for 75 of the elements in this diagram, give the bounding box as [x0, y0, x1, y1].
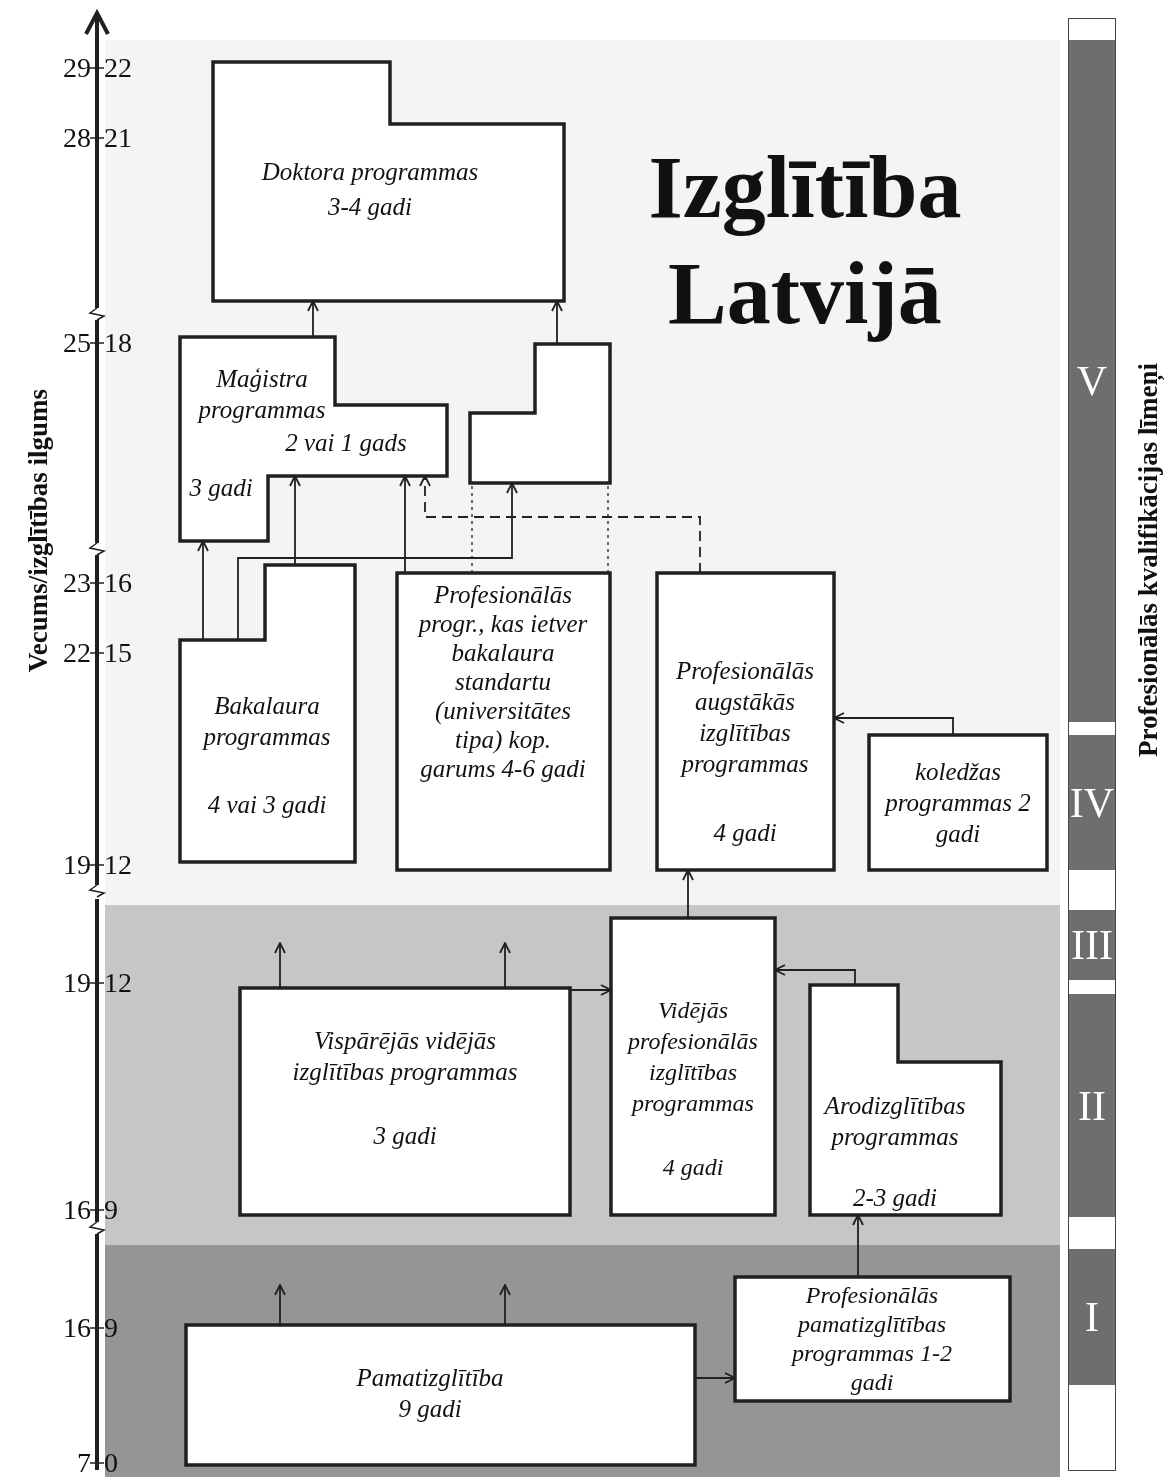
- duration-text: 4 gadi: [661, 1153, 725, 1182]
- program-name: Vidējās profesionālās izglītības programmas: [625, 996, 759, 1118]
- program-box: [238, 986, 572, 1217]
- arrow: [274, 1284, 286, 1326]
- program-name: Doktora programmas: [260, 157, 480, 187]
- tick-label: 15: [104, 638, 132, 668]
- program-label: koledžas programmas 2 gadi: [883, 757, 1032, 849]
- level-segment: III: [1069, 910, 1115, 980]
- tick-label: 22: [104, 53, 132, 83]
- tick-label: 23: [63, 568, 91, 598]
- arrow: [289, 475, 301, 566]
- program-name: Arodizglītības programmas: [822, 1091, 967, 1152]
- program-box: [395, 571, 612, 872]
- tick-label: 21: [104, 123, 132, 153]
- program-name: Maģistra programmas: [196, 364, 327, 425]
- program-box: [655, 571, 836, 872]
- arrow: [569, 984, 612, 996]
- program-box: [609, 916, 777, 1217]
- program-label: Pamatizglītība 9 gadi: [355, 1363, 505, 1424]
- arrow: [551, 300, 563, 345]
- arrow: [774, 964, 856, 986]
- program-box: [867, 733, 1049, 872]
- arrow: [237, 482, 518, 641]
- tick-label: 7: [77, 1448, 91, 1477]
- duration-text: 3 gadi: [372, 1121, 438, 1151]
- axis-title: Vecums/izglītības ilgums: [22, 388, 54, 672]
- program-box: [184, 1323, 697, 1467]
- tick-label: 18: [104, 328, 132, 358]
- arrow: [694, 1372, 736, 1384]
- arrow: [274, 942, 286, 989]
- program-name: Bakalaura programmas: [201, 691, 332, 752]
- duration-text: 2-3 gadi: [852, 1183, 938, 1213]
- program-box: [808, 983, 1003, 1217]
- arrow: [682, 869, 694, 919]
- program-box: [468, 342, 612, 485]
- arrow: [499, 1284, 511, 1326]
- arrow: [197, 540, 209, 641]
- level-segment: V: [1069, 40, 1115, 722]
- arrow: [399, 475, 411, 574]
- level-segment: IV: [1069, 735, 1115, 870]
- tick-label: 16: [63, 1195, 91, 1225]
- axis-title: Profesionālās kvalifikācijas līmeņi: [1132, 363, 1164, 757]
- arrow: [307, 300, 319, 338]
- tick-label: 9: [104, 1195, 118, 1225]
- program-box: [211, 60, 566, 303]
- tick-label: 19: [63, 968, 91, 998]
- level-segment: I: [1069, 1249, 1115, 1385]
- tick-label: 22: [63, 638, 91, 668]
- program-label: Profesionālās pamatizglītības programmas 1-2 gadi: [789, 1281, 953, 1397]
- arrow: [499, 942, 511, 989]
- tick-label: 12: [104, 968, 132, 998]
- duration-text: 4 vai 3 gadi: [206, 790, 328, 820]
- duration-text: 3 gadi: [188, 473, 254, 503]
- level-segment: II: [1069, 994, 1115, 1217]
- tick-label: 28: [63, 123, 91, 153]
- program-label: Profesionālās progr., kas ietver bakalaura standartu (universitātes tipa) kop. garums 4-6 gadi: [418, 580, 588, 783]
- tick-label: 0: [104, 1448, 118, 1477]
- arrow: [833, 712, 954, 736]
- tick-label: 29: [63, 53, 91, 83]
- duration-text: 2 vai 1 gads: [284, 428, 408, 458]
- arrow: [419, 475, 701, 574]
- program-box: [178, 335, 449, 543]
- tick-label: 12: [104, 850, 132, 880]
- tick-label: 25: [63, 328, 91, 358]
- diagram-title: Izglītība Latvijā: [647, 138, 963, 344]
- tick-label: 19: [63, 850, 91, 880]
- arrow: [852, 1214, 864, 1278]
- duration-text: 3-4 gadi: [327, 192, 413, 222]
- program-box: [733, 1275, 1012, 1403]
- tick-label: 16: [104, 568, 132, 598]
- program-name: Profesionālās augstākās izglītības programmas: [675, 656, 815, 779]
- tick-label: 16: [63, 1313, 91, 1343]
- tick-label: 9: [104, 1313, 118, 1343]
- duration-text: 4 gadi: [712, 818, 778, 848]
- program-name: Vispārējās vidējās izglītības programmas: [291, 1026, 519, 1087]
